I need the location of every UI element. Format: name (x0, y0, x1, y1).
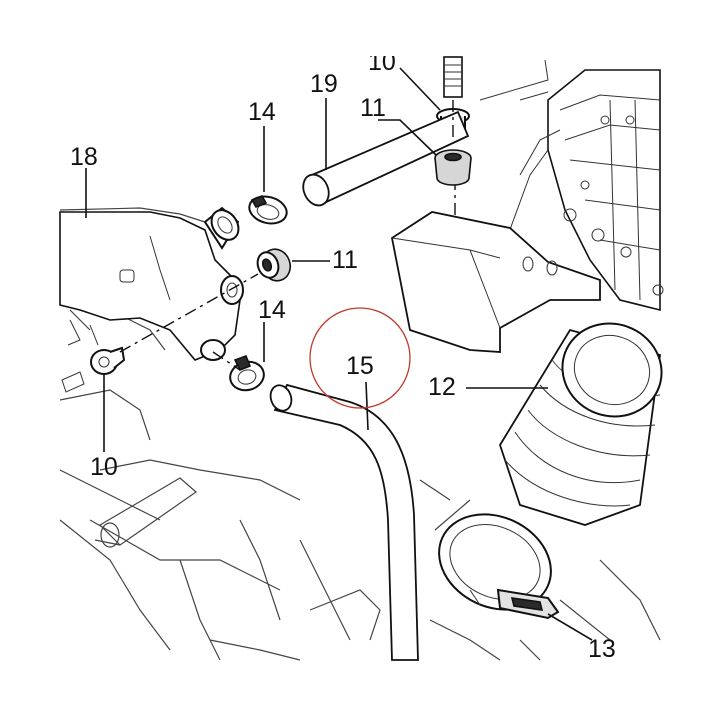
leader-lines (85, 67, 593, 641)
grommet-middle (256, 248, 292, 282)
bolt-top (443, 56, 463, 98)
callout-10-bottom: 10 (90, 453, 118, 481)
hose-clamp-middle (229, 354, 265, 392)
hose-15 (269, 383, 419, 661)
callout-13: 13 (588, 635, 616, 663)
callout-11-top: 11 (360, 94, 386, 122)
frame-background (59, 59, 664, 661)
band-clamp-13 (438, 513, 560, 620)
mounting-bracket (391, 182, 601, 353)
callout-15: 15 (346, 352, 374, 380)
housing-nipples (200, 206, 244, 361)
hose-clamp-top (248, 194, 288, 225)
callout-14-top: 14 (248, 98, 276, 126)
callout-11-middle: 11 (332, 246, 358, 274)
assembly-axis-lines (119, 100, 454, 371)
top-mask (0, 0, 720, 56)
highlight-circle (309, 307, 411, 409)
callout-18: 18 (70, 143, 98, 171)
callout-labels: 10 19 11 14 18 11 14 15 12 10 13 (70, 48, 616, 663)
washer-bottom (61, 346, 126, 393)
callout-14-middle: 14 (258, 296, 286, 324)
intake-boot-12 (499, 322, 663, 526)
hose-19 (302, 110, 470, 207)
callout-19: 19 (310, 70, 338, 98)
grommet-top (434, 149, 472, 186)
callout-12: 12 (428, 373, 456, 401)
